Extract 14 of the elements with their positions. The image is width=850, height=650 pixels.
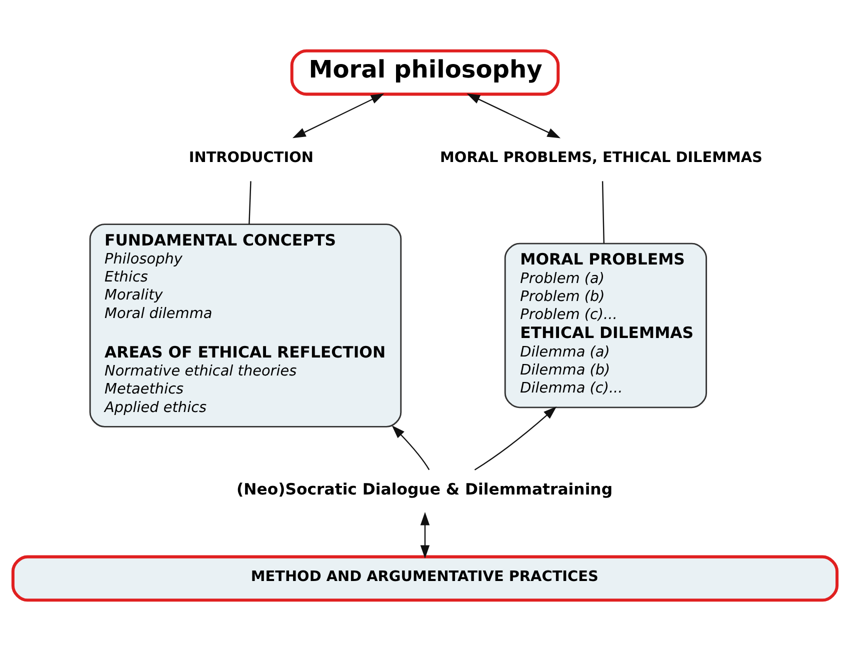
node-text: INTRODUCTION <box>188 149 314 166</box>
arrow <box>474 406 557 470</box>
node-box: Moral philosophy <box>290 48 560 96</box>
node-box: METHOD AND ARGUMENTATIVE PRACTICES <box>11 554 839 602</box>
connector <box>248 180 252 224</box>
node-text: (Neo)Socratic Dialogue & Dilemmatraining <box>236 479 613 498</box>
arrow <box>466 93 561 138</box>
arrow <box>292 93 384 138</box>
arrow <box>420 511 430 558</box>
arrow <box>392 424 430 470</box>
connector <box>602 180 605 243</box>
node-text: MORAL PROBLEMS, ETHICAL DILEMMAS <box>440 149 762 166</box>
node-box: MORAL PROBLEMS Problem (a) Problem (b) Problem (c)... ETHICAL DILEMMAS Dilemma (a) Dilemma (b) Dilemma (c)... <box>504 242 708 408</box>
node-box: FUNDAMENTAL CONCEPTS Philosophy Ethics Morality Moral dilemma AREAS OF ETHICAL REFLECTION Normative ethical theories Metaethics Applied ethics <box>89 223 402 427</box>
